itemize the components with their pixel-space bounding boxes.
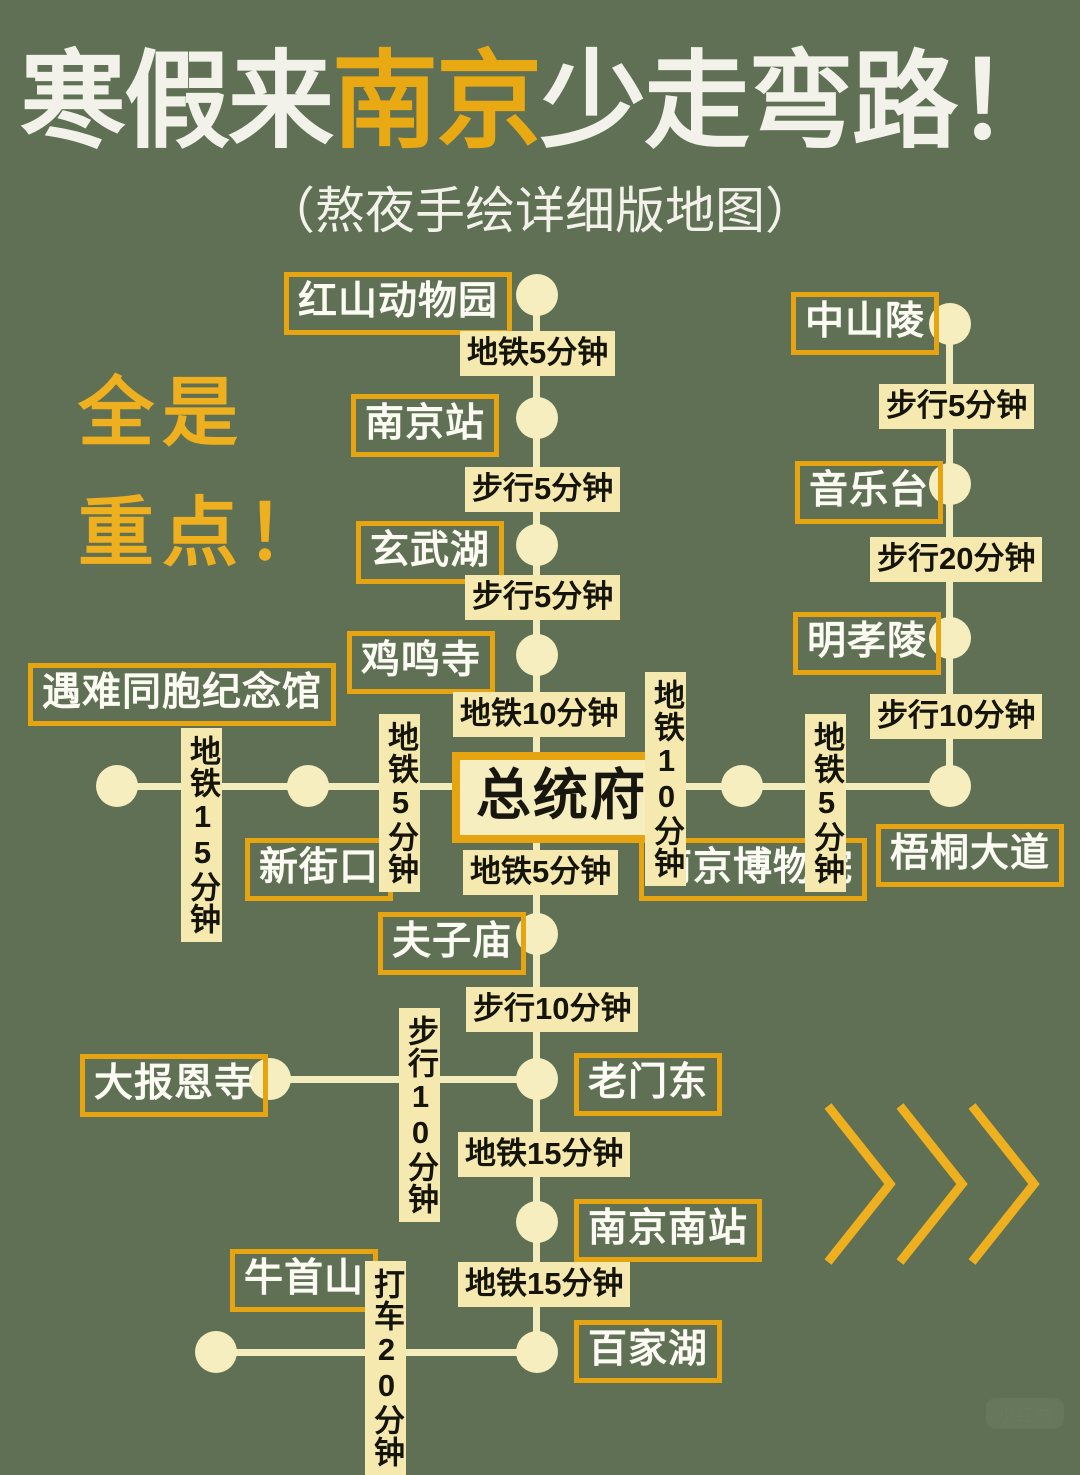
- node-hongshan[interactable]: [516, 274, 558, 316]
- poster-canvas: 寒假来南京少走弯路！ （熬夜手绘详细版地图） 全是 重点！ 红山动物园 南京站 …: [0, 46, 1080, 1475]
- time-chip-mingxiao-wutong: 步行10分钟: [870, 694, 1043, 739]
- time-chip-nanjingzhan-xuanwuhu: 步行5分钟: [465, 467, 621, 512]
- node-nanjingzhan[interactable]: [516, 397, 558, 439]
- time-chip-xuanwuhu-jimingsi: 步行5分钟: [465, 575, 621, 620]
- station-label-fuzimiao[interactable]: 夫子庙: [378, 912, 527, 975]
- station-label-niushoushan[interactable]: 牛首山: [230, 1249, 379, 1312]
- station-label-baijiahu[interactable]: 百家湖: [574, 1320, 723, 1383]
- time-chip-yunan-xinjiekou: 地铁15分钟: [181, 728, 222, 942]
- node-jimingsi[interactable]: [516, 634, 558, 676]
- station-label-xuanwuhu[interactable]: 玄武湖: [356, 521, 505, 584]
- slogan-line-1: 全是: [78, 371, 246, 456]
- time-chip-niushou-baijiahu: 打车20分钟: [365, 1261, 406, 1475]
- station-label-zongtongfu[interactable]: 总统府: [452, 752, 672, 843]
- station-label-nanjingzhan[interactable]: 南京站: [351, 394, 500, 457]
- station-label-wutong[interactable]: 梧桐大道: [876, 824, 1065, 887]
- time-chip-xinjiekou-zongtongfu: 地铁5分钟: [379, 714, 420, 892]
- station-label-yinyuetai[interactable]: 音乐台: [795, 461, 944, 524]
- time-chip-laomendong-nanjingnan: 地铁15分钟: [458, 1132, 631, 1177]
- time-chip-dabaoensi-laomendong: 步行10分钟: [399, 1008, 440, 1222]
- node-bowuyuan[interactable]: [721, 765, 763, 807]
- station-label-jimingsi[interactable]: 鸡鸣寺: [347, 631, 496, 694]
- station-label-laomendong[interactable]: 老门东: [574, 1053, 723, 1116]
- title-part-pre: 寒假来: [20, 43, 334, 161]
- node-yunan[interactable]: [96, 765, 138, 807]
- station-label-xinjiekou[interactable]: 新街口: [245, 838, 394, 901]
- node-xuanwuhu[interactable]: [516, 524, 558, 566]
- node-laomendong[interactable]: [516, 1058, 558, 1100]
- time-chip-yinyue-mingxiao: 步行20分钟: [870, 537, 1043, 582]
- time-chip-zhongshan-yinyue: 步行5分钟: [879, 384, 1035, 429]
- node-xinjiekou[interactable]: [287, 765, 329, 807]
- station-label-dabaoensi[interactable]: 大报恩寺: [80, 1054, 269, 1117]
- time-chip-nanjingnan-baijiahu: 地铁15分钟: [458, 1262, 631, 1307]
- time-chip-fuzimiao-laomendong: 步行10分钟: [466, 987, 639, 1032]
- time-chip-bowuyuan-wutong: 地铁5分钟: [805, 714, 846, 892]
- time-chip-jimingsi-zongtongfu: 地铁10分钟: [453, 692, 626, 737]
- node-niushoushan[interactable]: [195, 1331, 237, 1373]
- slogan-line-2: 重点！: [78, 491, 330, 576]
- node-dabaoensi[interactable]: [249, 1058, 291, 1100]
- watermark: 小红书: [986, 1398, 1064, 1429]
- station-label-zhongshanling[interactable]: 中山陵: [791, 292, 940, 355]
- station-label-yunan[interactable]: 遇难同胞纪念馆: [28, 663, 337, 726]
- time-chip-zongtongfu-bowuyuan: 地铁10分钟: [645, 672, 686, 886]
- node-mingxiaoling[interactable]: [929, 617, 971, 659]
- station-label-hongshan[interactable]: 红山动物园: [284, 272, 513, 335]
- title-part-post: 少走弯路！: [540, 43, 1062, 161]
- node-nanjingnan[interactable]: [516, 1201, 558, 1243]
- title-part-highlight: 南京: [332, 43, 542, 161]
- page-subtitle: （熬夜手绘详细版地图）: [265, 183, 815, 239]
- node-yinyuetai[interactable]: [929, 463, 971, 505]
- node-wutong[interactable]: [929, 765, 971, 807]
- page-title: 寒假来南京少走弯路！: [0, 46, 1080, 158]
- station-label-mingxiaoling[interactable]: 明孝陵: [793, 612, 942, 675]
- time-chip-hongshan-nanjingzhan: 地铁5分钟: [460, 331, 616, 376]
- chevron-arrows-icon: [824, 1103, 1040, 1265]
- time-chip-zongtongfu-fuzimiao: 地铁5分钟: [463, 850, 619, 895]
- node-baijiahu[interactable]: [516, 1331, 558, 1373]
- station-label-nanjingnan[interactable]: 南京南站: [574, 1199, 763, 1262]
